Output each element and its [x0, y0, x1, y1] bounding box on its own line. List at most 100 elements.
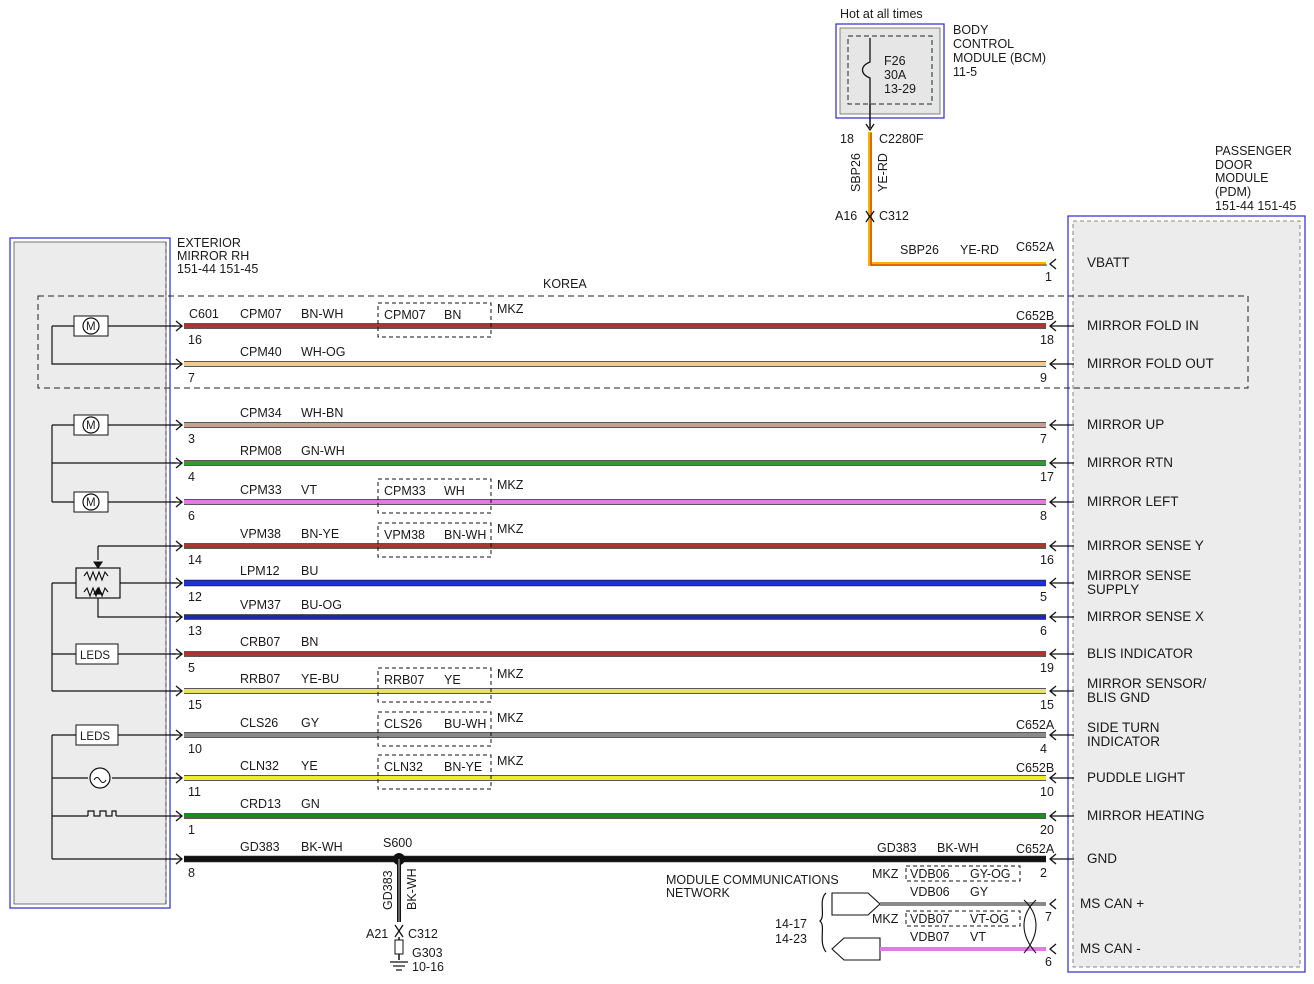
mkz-tag-cls26: MKZ [497, 711, 524, 725]
circuit-vpm38: VPM38 [240, 527, 281, 541]
sbp26-wire [868, 132, 1046, 266]
right-pin-crd13: 20 [1040, 823, 1054, 837]
pdm-label-cpm07: MIRROR FOLD IN [1087, 318, 1199, 333]
left-pin-gd383: 8 [188, 866, 195, 880]
vbatt-label: VBATT [1087, 255, 1130, 270]
circuit-cpm07: CPM07 [240, 307, 282, 321]
can-plus-label: MS CAN + [1080, 896, 1144, 911]
mkz-color-vpm38: BN-WH [444, 528, 486, 542]
pdm-label-gd383: GND [1087, 851, 1117, 866]
ground-ref: 10-16 [412, 960, 444, 974]
mkz-box-vpm38 [377, 522, 492, 558]
can-brace [819, 892, 827, 953]
mkz-tag-vpm38: MKZ [497, 522, 524, 536]
left-pin-lpm12: 12 [188, 590, 202, 604]
turn-leds-box: LEDS [75, 724, 119, 746]
svg-text:M: M [86, 420, 96, 432]
color-code-crb07: BN [301, 635, 318, 649]
mirror-title-line-1: EXTERIOR [177, 236, 241, 250]
circuit-crb07: CRB07 [240, 635, 280, 649]
bcm-title-line-1: BODY [953, 23, 989, 37]
color-code-cpm34: WH-BN [301, 406, 343, 420]
left-pin-cln32: 11 [188, 785, 201, 799]
left-pin-vpm37: 13 [188, 624, 202, 638]
mkz-tag-cln32: MKZ [497, 754, 524, 768]
battery-feed-wire: 18 C2280F SBP26 YE-RD A16 C312 SBP26 YE-… [835, 104, 1130, 284]
left-pin-rpm08: 4 [188, 470, 195, 484]
circuit-cpm40: CPM40 [240, 345, 282, 359]
can-ref-1: 14-17 [775, 917, 807, 931]
circuit-rpm08: RPM08 [240, 444, 282, 458]
right-pin-cln32: 10 [1040, 785, 1054, 799]
feed-horizontal-color: YE-RD [960, 243, 999, 257]
left-pin-rrb07: 15 [188, 698, 202, 712]
mkz-color-rrb07: YE [444, 673, 461, 687]
can-plus-circuit: VDB06 [910, 885, 950, 899]
right-pin-gd383: 2 [1040, 866, 1047, 880]
color-code-gd383: BK-WH [301, 840, 343, 854]
color-code-lpm12: BU [301, 564, 318, 578]
mirror-title-line-2: MIRROR RH [177, 249, 249, 263]
mkz-circuit-cpm07: CPM07 [384, 308, 426, 322]
pdm-title-line-4: (PDM) [1215, 185, 1251, 199]
twisted-pair-icon [1023, 899, 1037, 954]
mirror-internals [51, 325, 176, 860]
color-code-cpm40: WH-OG [301, 345, 345, 359]
bcm-title-line-3: MODULE (BCM) [953, 51, 1046, 65]
pdm-label-cln32: PUDDLE LIGHT [1087, 770, 1185, 785]
pdm-label-rpm08: MIRROR RTN [1087, 455, 1173, 470]
color-code-vpm37: BU-OG [301, 598, 342, 612]
mkz-box-rrb07 [377, 667, 492, 703]
can-minus-alt-circuit: VDB07 [910, 912, 950, 926]
can-minus-circuit: VDB07 [910, 930, 950, 944]
blis-leds-label: LEDS [80, 650, 110, 662]
left-pin-cpm40: 7 [188, 371, 195, 385]
right-pin-cpm07: 18 [1040, 333, 1054, 347]
right-pin-crb07: 19 [1040, 661, 1054, 675]
pdm-title-line-1: PASSENGER [1215, 144, 1292, 158]
feed-pdm-connector: C652A [1016, 240, 1055, 254]
right-connector-cln32: C652B [1016, 761, 1054, 775]
mkz-box-cln32 [377, 754, 492, 790]
mkz-circuit-vpm38: VPM38 [384, 528, 425, 542]
fuse-ref: 13-29 [884, 82, 916, 96]
can-plus-alt-color: GY-OG [970, 867, 1011, 881]
right-pin-rpm08: 17 [1040, 470, 1054, 484]
exterior-mirror-title: EXTERIOR MIRROR RH 151-44 151-45 [177, 236, 258, 276]
fold-motor-icon: M [73, 315, 109, 337]
can-plus-alt-circuit: VDB06 [910, 867, 950, 881]
left-pin-vpm38: 14 [188, 553, 202, 567]
color-code-cpm33: VT [301, 483, 317, 497]
color-code-cls26: GY [301, 716, 320, 730]
pdm-label-rrb07: MIRROR SENSOR/ [1087, 676, 1207, 691]
pdm-label-vpm37: MIRROR SENSE X [1087, 609, 1204, 624]
mkz-box-cls26 [377, 711, 492, 747]
mkz-circuit-cln32: CLN32 [384, 760, 423, 774]
ground-drop: S600 GD383 BK-WH A21 C312 G303 10-16 [366, 836, 444, 974]
mkz-circuit-cls26: CLS26 [384, 717, 422, 731]
circuit-cln32: CLN32 [240, 759, 279, 773]
right-connector-cls26: C652A [1016, 718, 1055, 732]
pdm-label-cpm34: MIRROR UP [1087, 417, 1164, 432]
blis-leds-box: LEDS [75, 643, 119, 665]
pdm-title: PASSENGER DOOR MODULE (PDM) 151-44 151-4… [1215, 144, 1296, 213]
ground-pin: A21 [366, 927, 388, 941]
right-pin-lpm12: 5 [1040, 590, 1047, 604]
circuit-gd383: GD383 [240, 840, 280, 854]
feed-horizontal-circuit: SBP26 [900, 243, 939, 257]
left-motor-icon: M [73, 491, 109, 513]
left-pin-crd13: 1 [188, 823, 195, 837]
fuse-name: F26 [884, 54, 906, 68]
pdm-label-cpm33: MIRROR LEFT [1087, 494, 1179, 509]
right-pin-cpm33: 8 [1040, 509, 1047, 523]
bcm-component: Hot at all times F26 30A 13-29 BODY CONT… [835, 7, 1046, 119]
color-code-cpm07: BN-WH [301, 307, 343, 321]
ground-point: G303 [412, 946, 443, 960]
pdm-label-crd13: MIRROR HEATING [1087, 808, 1205, 823]
pdm-label2-lpm12: SUPPLY [1087, 582, 1139, 597]
mkz-color-cpm33: WH [444, 484, 465, 498]
color-code-cln32: YE [301, 759, 318, 773]
mkz-box-cpm33 [377, 478, 492, 514]
